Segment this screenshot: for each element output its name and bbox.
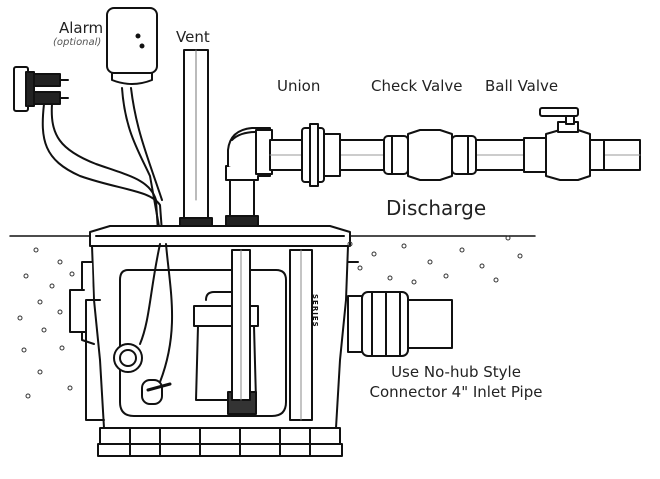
inlet-pipe-label: Use No-hub Style Connector 4" Inlet Pipe: [356, 362, 556, 402]
inlet-pipe: [347, 291, 453, 357]
pump-power-cord: [41, 103, 163, 233]
inlet-label-line1: Use No-hub Style: [391, 363, 521, 381]
alarm-cord-2: [130, 87, 163, 201]
gravel-dots: [17, 235, 523, 399]
alarm-label: Alarm: [59, 19, 104, 37]
alarm-float-cord: [121, 87, 161, 233]
check-valve: [383, 129, 477, 181]
inner-cord-1: [139, 243, 161, 345]
union-fitting: [301, 123, 341, 187]
alarm-power-cord: [50, 103, 159, 233]
inlet-label-line2: Connector 4" Inlet Pipe: [369, 383, 543, 401]
ball-valve-label: Ball Valve: [485, 77, 559, 95]
vent-label: Vent: [176, 28, 210, 46]
discharge-label: Discharge: [386, 196, 487, 220]
basin-lid: [89, 225, 351, 247]
float-switch: [113, 343, 172, 405]
discharge-riser: [225, 127, 273, 227]
union-label: Union: [277, 77, 321, 95]
inner-cord-2: [159, 243, 173, 383]
vent-pipe: [179, 49, 213, 229]
wall-outlet-icon: [13, 66, 69, 112]
ball-valve: [523, 107, 605, 181]
alarm-box: [106, 7, 158, 85]
alarm-optional-note: (optional): [53, 37, 102, 48]
basin-brand-text: SERIES: [311, 294, 319, 328]
check-valve-label: Check Valve: [371, 77, 463, 95]
sump-pump: [193, 249, 259, 415]
